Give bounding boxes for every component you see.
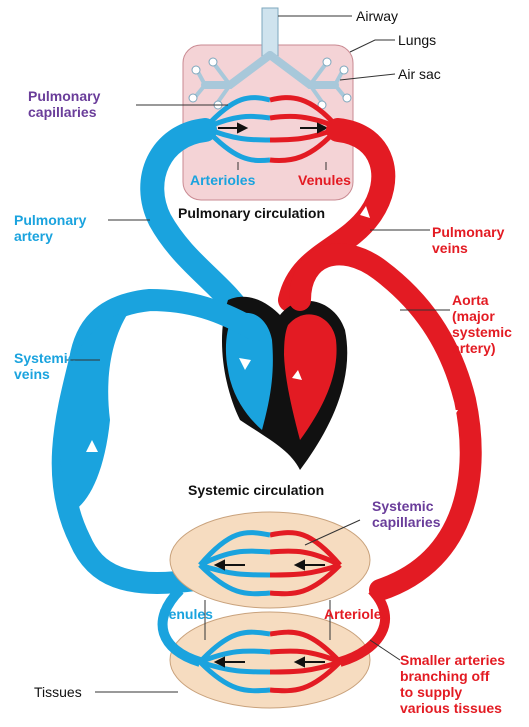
- systemic-capillaries-line2: capillaries: [372, 514, 441, 530]
- aorta-line3: systemic: [452, 324, 512, 340]
- systemic-veins-line1: Systemic: [14, 350, 75, 366]
- pulmonary-circulation-label: Pulmonary circulation: [178, 205, 325, 221]
- arterioles-bottom-label: Arterioles: [324, 606, 389, 622]
- smaller-arteries-line4: various tissues: [400, 700, 505, 716]
- pulmonary-artery-line2: artery: [14, 228, 86, 244]
- venules-top-label: Venules: [298, 172, 351, 188]
- arterioles-top-label: Arterioles: [190, 172, 255, 188]
- systemic-veins-bulge: [58, 310, 130, 510]
- pulmonary-capillaries-line2: capillaries: [28, 104, 100, 120]
- systemic-veins-line2: veins: [14, 366, 75, 382]
- airway-label: Airway: [356, 8, 398, 24]
- air-sac-label: Air sac: [398, 66, 441, 82]
- pulmonary-artery-label: Pulmonary artery: [14, 212, 86, 244]
- pulmonary-artery-line1: Pulmonary: [14, 212, 86, 228]
- systemic-capillaries-line1: Systemic: [372, 498, 441, 514]
- aorta-line1: Aorta: [452, 292, 512, 308]
- aorta-line4: artery): [452, 340, 512, 356]
- pulmonary-capillaries-label: Pulmonary capillaries: [28, 88, 100, 120]
- pulmonary-veins-line2: veins: [432, 240, 504, 256]
- pulmonary-capillaries-line1: Pulmonary: [28, 88, 100, 104]
- systemic-circulation-label: Systemic circulation: [188, 482, 324, 498]
- pulmonary-veins-label: Pulmonary veins: [432, 224, 504, 256]
- venules-bottom-label: Venules: [160, 606, 213, 622]
- smaller-arteries-label: Smaller arteries branching off to supply…: [400, 652, 505, 716]
- aorta-label: Aorta (major systemic artery): [452, 292, 512, 356]
- smaller-arteries-line3: to supply: [400, 684, 505, 700]
- pulmonary-veins-line1: Pulmonary: [432, 224, 504, 240]
- tissues-label: Tissues: [34, 684, 82, 700]
- systemic-capillaries-label: Systemic capillaries: [372, 498, 441, 530]
- systemic-veins-label: Systemic veins: [14, 350, 75, 382]
- smaller-arteries-line2: branching off: [400, 668, 505, 684]
- smaller-arteries-line1: Smaller arteries: [400, 652, 505, 668]
- lungs-label: Lungs: [398, 32, 436, 48]
- aorta-line2: (major: [452, 308, 512, 324]
